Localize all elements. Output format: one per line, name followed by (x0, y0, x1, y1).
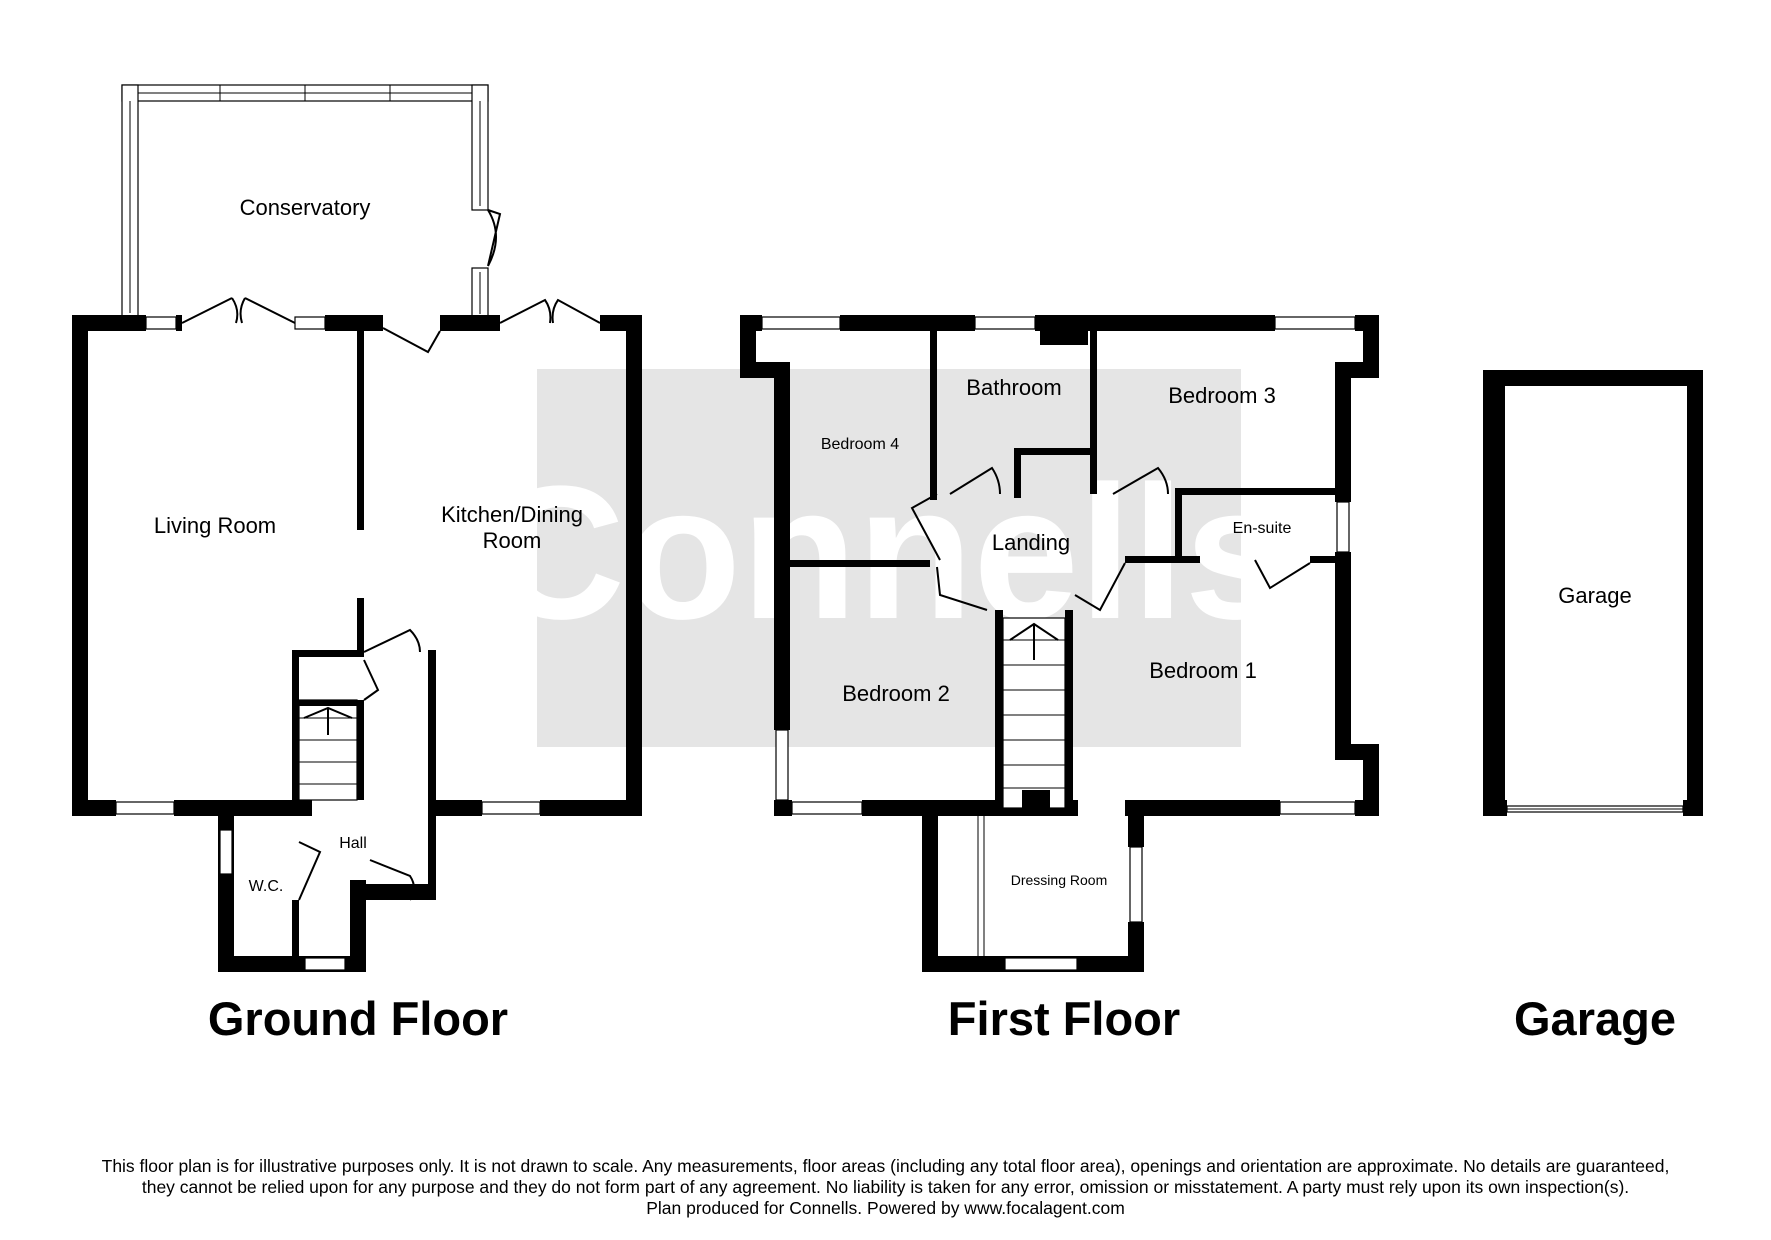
living-room-french-doors (181, 297, 296, 324)
room-label-bedroom-2: Bedroom 2 (842, 681, 950, 706)
disclaimer-line-2: they cannot be relied upon for any purpo… (141, 1177, 1630, 1197)
room-label-bathroom: Bathroom (966, 375, 1061, 400)
disclaimer: This floor plan is for illustrative purp… (30, 1156, 1741, 1219)
conservatory-frame (121, 84, 489, 319)
kitchen-conservatory-door (382, 327, 441, 354)
window (1004, 957, 1078, 971)
hall-living-door (363, 659, 380, 701)
window (304, 957, 346, 971)
floor-titles: Ground Floor First Floor Garage (208, 992, 1676, 1045)
room-label-bedroom-4: Bedroom 4 (821, 436, 899, 453)
kitchen-french-doors (499, 298, 601, 324)
garage-plan (1483, 370, 1703, 816)
front-door (369, 859, 415, 901)
window (1336, 501, 1350, 553)
window (145, 316, 177, 330)
window (1129, 846, 1143, 923)
first-floor-plan (740, 315, 1379, 972)
window (294, 316, 326, 330)
disclaimer-line-3: Plan produced for Connells. Powered by w… (646, 1198, 1125, 1218)
conservatory-side-door (487, 209, 502, 267)
room-label-dressing-room: Dressing Room (1011, 872, 1107, 888)
en-suite-door (1254, 559, 1311, 590)
room-labels: Conservatory Living Room Kitchen/Dining … (154, 195, 1632, 895)
window (775, 729, 789, 801)
floor-title-ground: Ground Floor (208, 992, 508, 1045)
floor-title-garage: Garage (1514, 992, 1676, 1045)
room-label-living-room: Living Room (154, 513, 276, 538)
window (761, 316, 841, 330)
room-label-hall: Hall (339, 835, 367, 852)
bedroom-3-door (1112, 466, 1169, 495)
watermark: Connells (488, 369, 1290, 747)
window (219, 829, 233, 875)
wc-door (298, 841, 322, 901)
watermark-panel (537, 369, 1241, 747)
first-floor-staircase (995, 610, 1073, 816)
room-label-conservatory: Conservatory (240, 195, 371, 220)
bedroom-4-door (910, 493, 941, 561)
window (791, 801, 863, 815)
window (481, 801, 541, 815)
bedroom-2-door (936, 566, 988, 611)
room-label-wc: W.C. (249, 878, 284, 895)
window (974, 316, 1036, 330)
room-label-kitchen-line1: Kitchen/Dining (441, 502, 583, 527)
window (1279, 801, 1356, 815)
disclaimer-line-1: This floor plan is for illustrative purp… (101, 1156, 1670, 1176)
watermark-brand-text: Connells (488, 447, 1290, 659)
hall-kitchen-door (363, 628, 421, 653)
room-label-landing: Landing (992, 530, 1070, 555)
window (1274, 316, 1356, 330)
room-label-en-suite: En-suite (1233, 520, 1292, 537)
room-label-kitchen-line2: Room (483, 528, 542, 553)
bathroom-door (949, 466, 1001, 495)
floor-title-first: First Floor (948, 992, 1180, 1045)
room-label-bedroom-3: Bedroom 3 (1168, 383, 1276, 408)
window (115, 801, 175, 815)
bedroom-1-door (1074, 562, 1126, 612)
room-label-bedroom-1: Bedroom 1 (1149, 658, 1257, 683)
ground-staircase (298, 699, 358, 801)
ground-floor-plan (72, 84, 642, 972)
room-label-garage: Garage (1558, 583, 1631, 608)
